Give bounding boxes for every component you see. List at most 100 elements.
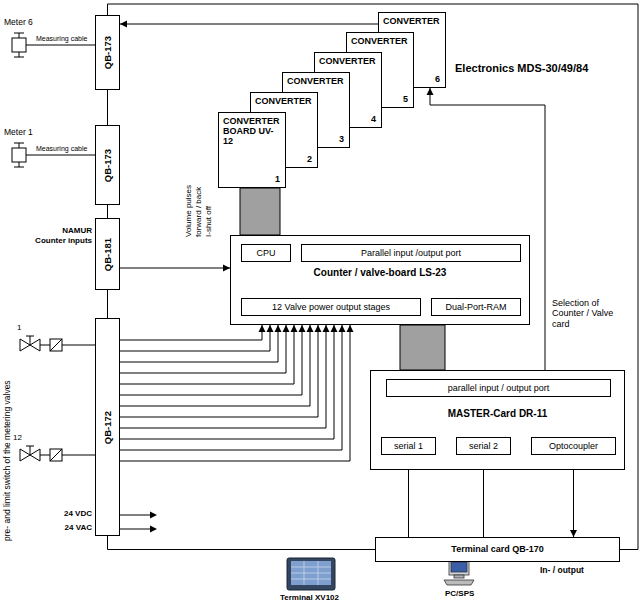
label-holder: forward / back (194, 230, 244, 248)
operator-terminal-icon (287, 558, 335, 590)
connector-line (107, 90, 108, 125)
arrow-head (291, 325, 298, 332)
connector-line (120, 325, 342, 450)
box-label: Parallel input /output port (361, 248, 461, 259)
label-holder: Selection of Counter / Valve card (552, 298, 632, 329)
module-box: Terminal card QB-170 (375, 537, 620, 562)
arrow-head (315, 325, 322, 332)
connector-line (120, 325, 294, 384)
box-label: CONVERTER BOARD UV-12 (223, 116, 281, 146)
connector-line (120, 325, 326, 428)
arrow-head (339, 325, 346, 332)
device-label: PC/SPS (445, 589, 474, 598)
box-label: CONVERTER (255, 96, 313, 106)
module-box: serial 1 (381, 437, 436, 455)
connector (120, 325, 330, 428)
circuit-board: Counter / valve-board LS-23CPUParallel i… (230, 235, 530, 325)
connector (108, 536, 376, 550)
connector-line (120, 325, 286, 373)
callout-number: 12 (13, 433, 22, 442)
supply-label: 24 VDC (30, 509, 92, 518)
terminal-block: QB-173 (95, 125, 120, 205)
ribbon-cable (240, 188, 280, 235)
terminal-screen (291, 561, 331, 585)
connector-line (108, 4, 639, 550)
arrow-head (323, 325, 330, 332)
arrow-head (331, 325, 338, 332)
limit-switch-symbol (50, 449, 62, 461)
flange (14, 57, 24, 58)
box-label: QB-173 (102, 36, 113, 69)
label-holder: Meter 6 (4, 18, 33, 28)
module-box: parallel input / output port (386, 379, 611, 397)
connector-line (120, 325, 318, 417)
connector-line (108, 536, 376, 550)
label-holder: Measuring cable (36, 35, 87, 43)
valve-half (20, 339, 30, 351)
cable-label: Measuring cable (36, 145, 87, 153)
label-holder: Measuring cable (36, 145, 87, 153)
box-label: QB-173 (102, 148, 113, 181)
pipe (19, 162, 20, 167)
connector-line (120, 325, 278, 362)
part-label: Meter 6 (4, 18, 33, 28)
connector (120, 265, 230, 272)
arrow-head (283, 325, 290, 332)
limit-switch-symbol (50, 339, 62, 351)
connector (120, 325, 282, 362)
module-box: Dual-Port-RAM (431, 298, 521, 316)
label-holder: 1 (17, 323, 21, 332)
callout-number: 1 (275, 174, 280, 184)
arrow-head (570, 530, 577, 537)
supply-arrow (120, 512, 157, 533)
supply-label: 24 VAC (30, 523, 92, 532)
arrow-head (307, 325, 314, 332)
connector-line (430, 88, 545, 370)
limit-switch-mark (50, 339, 62, 351)
measuring-cable (26, 45, 95, 46)
connector (107, 290, 108, 318)
box-label: QB-181 (102, 237, 113, 270)
input-label: Counter inputs (20, 236, 92, 245)
connector-line (120, 24, 378, 25)
connector (120, 325, 338, 439)
arrow-head (120, 21, 127, 28)
box-label: serial 1 (394, 441, 423, 452)
terminal-block: QB-173 (95, 15, 120, 90)
device-label: Terminal XV102 (280, 593, 339, 602)
connector-line (120, 325, 334, 439)
arrow-head (427, 88, 434, 95)
arrow-head (275, 325, 282, 332)
io-label: In- / output (540, 566, 584, 576)
connector (108, 4, 639, 550)
box-label: 12 Valve power output stages (272, 302, 390, 313)
label-holder: Terminal XV102 (280, 593, 339, 602)
signal-name: I-shut off (204, 206, 214, 237)
signal-name: Volume pulses (184, 185, 194, 237)
supply-line (120, 529, 150, 530)
connector (120, 325, 274, 351)
valve-half (30, 339, 40, 351)
arrow-head (347, 325, 354, 332)
measuring-cable (26, 155, 95, 156)
pc-icon (444, 560, 474, 585)
connector (120, 325, 290, 373)
meter-body (12, 148, 26, 162)
connector (120, 325, 346, 450)
connector (107, 205, 108, 218)
terminal-block: QB-181 (95, 218, 120, 290)
monitor-screen (451, 562, 467, 572)
module-box: Parallel input /output port (301, 244, 521, 262)
label-holder: 24 VAC (30, 523, 92, 532)
valve-half (30, 449, 40, 461)
connector-line (120, 325, 302, 395)
pipe (19, 143, 20, 148)
valve-actuator (26, 446, 34, 447)
flange (14, 167, 24, 168)
arrow-head (259, 325, 266, 332)
connector (120, 21, 378, 28)
valve-stem (30, 446, 31, 455)
callout-number: 6 (435, 74, 440, 84)
connector (120, 325, 354, 461)
